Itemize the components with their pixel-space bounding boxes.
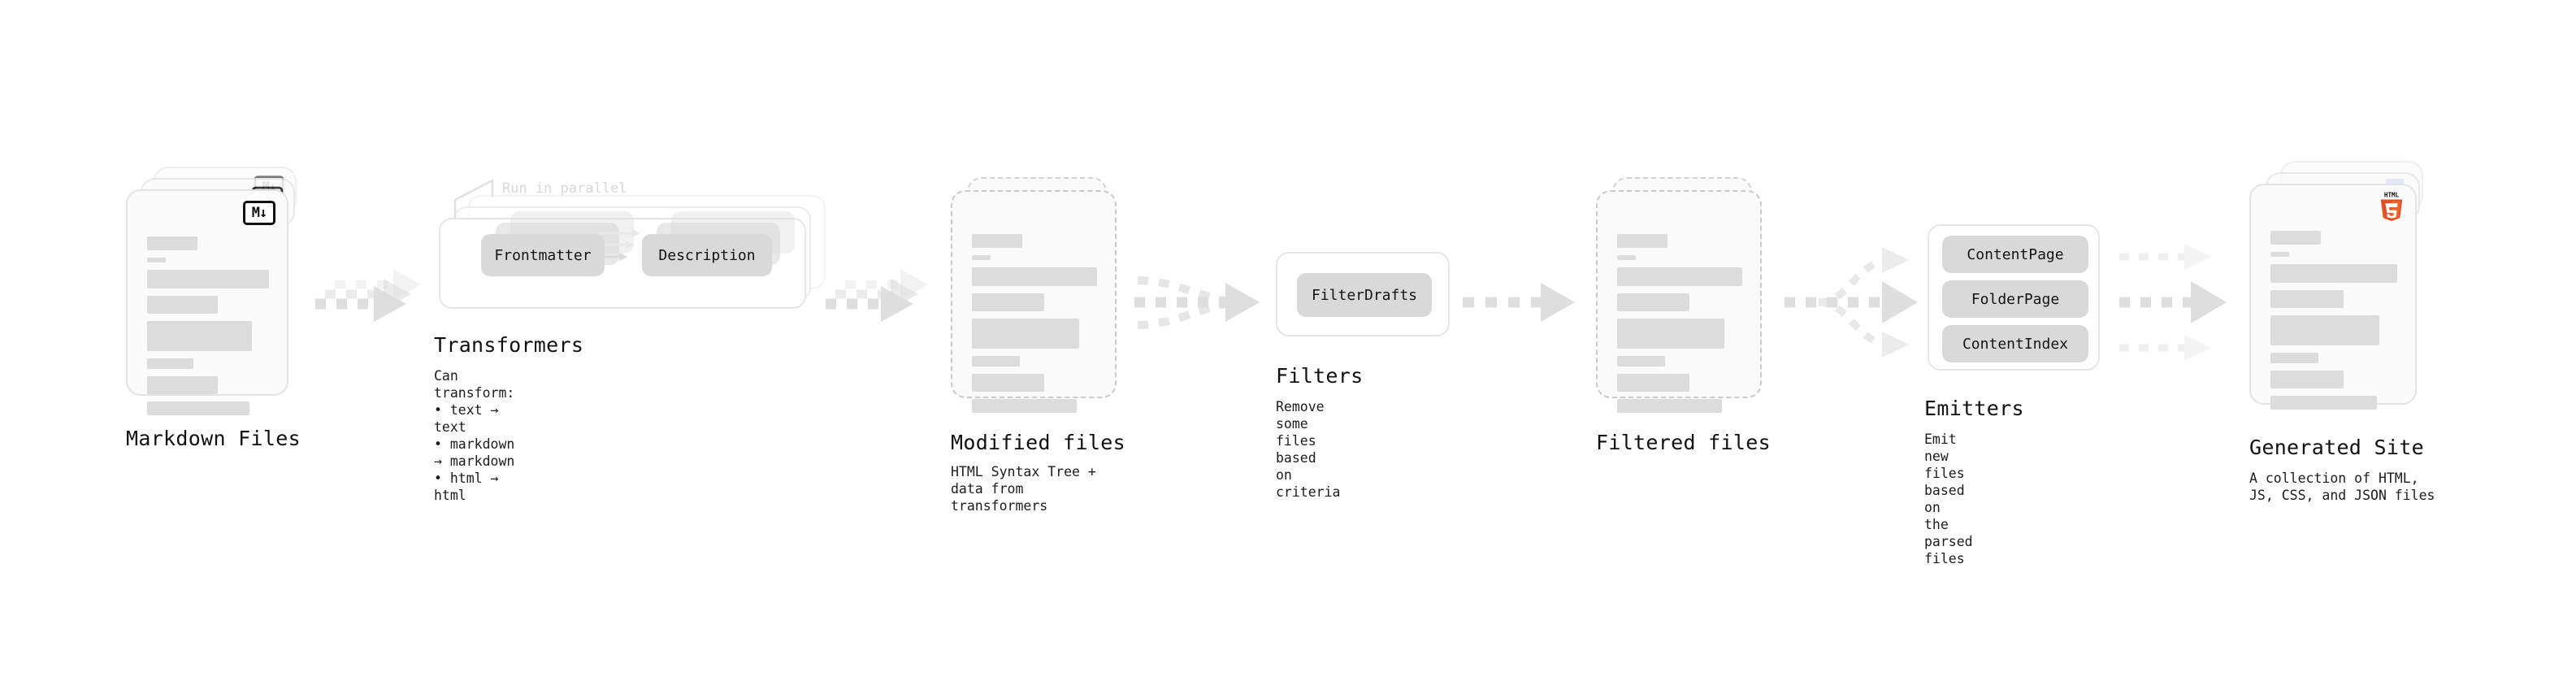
emitter-item-label: FolderPage xyxy=(1971,290,2060,308)
connector-emitters-to-site xyxy=(2119,244,2227,361)
stage-label-markdown: Markdown Files xyxy=(126,427,301,450)
content-line xyxy=(1617,356,1665,367)
content-line xyxy=(147,321,252,351)
document-content-lines xyxy=(1617,219,1742,420)
connector-filtered-to-emitters xyxy=(1785,247,1918,358)
html5-icon: HTML xyxy=(2380,192,2403,221)
content-line xyxy=(1617,267,1742,286)
filter-item-filterdrafts[interactable]: FilterDrafts xyxy=(1297,273,1432,317)
content-line xyxy=(2270,353,2319,363)
markdown-card-front: M↓ xyxy=(126,189,288,415)
stage-label-filters: Filters xyxy=(1276,364,1364,388)
transformer-step-label: Description xyxy=(658,246,756,264)
stage-label-modified-files: Modified files xyxy=(951,431,1125,454)
content-line xyxy=(1617,399,1723,413)
modified-card-stack xyxy=(949,177,1124,421)
markdown-icon: M↓ xyxy=(243,201,275,225)
stage-description-generated-site: A collection of HTML, JS, CSS, and JSON … xyxy=(2249,471,2435,503)
content-line xyxy=(147,358,193,369)
stage-description-emitters: Emit new files based on the parsed files xyxy=(1924,432,1973,566)
stage-description-modified-files: HTML Syntax Tree + data from transformer… xyxy=(951,464,1096,514)
connector-filters-to-filtered xyxy=(1463,283,1575,322)
transformer-step-frontmatter[interactable]: Frontmatter xyxy=(481,234,605,276)
content-line xyxy=(2270,264,2397,283)
content-line xyxy=(147,236,197,250)
stage-label-transformers: Transformers xyxy=(434,333,584,357)
transformer-step-label: Frontmatter xyxy=(494,246,592,264)
content-line xyxy=(2270,231,2321,245)
document-content-lines xyxy=(147,219,269,423)
document-content-lines xyxy=(2270,213,2397,417)
content-line xyxy=(2270,252,2289,257)
transformer-step-description[interactable]: Description xyxy=(642,234,772,276)
content-line xyxy=(1617,255,1636,260)
emitter-item-label: ContentPage xyxy=(1967,245,2064,263)
document-content-lines xyxy=(972,219,1097,420)
filter-item-label: FilterDrafts xyxy=(1311,286,1418,304)
content-line xyxy=(972,267,1097,286)
stage-label-generated-site: Generated Site xyxy=(2249,436,2424,459)
content-line xyxy=(972,356,1020,367)
content-line xyxy=(2270,371,2344,388)
content-line xyxy=(972,319,1080,349)
stage-filtered-files: Filtered files xyxy=(1594,177,1771,454)
stage-label-filtered-files: Filtered files xyxy=(1596,431,1771,454)
content-line xyxy=(2270,396,2378,410)
connector-markdown-to-transformers xyxy=(315,269,421,322)
content-line xyxy=(1617,374,1690,392)
stage-description-filters: Remove some files based on criteria xyxy=(1276,399,1341,500)
stage-modified-files: Modified files HTML Syntax Tree + data f… xyxy=(949,177,1125,514)
content-line xyxy=(972,374,1045,392)
content-line xyxy=(2270,290,2344,308)
connector-transformers-to-modified xyxy=(826,269,928,322)
emitter-item-contentpage[interactable]: ContentPage xyxy=(1942,236,2088,273)
svg-text:HTML: HTML xyxy=(2384,192,2400,199)
modified-card-front xyxy=(951,190,1117,413)
content-line xyxy=(972,293,1045,311)
content-line xyxy=(147,376,218,394)
emitter-item-folderpage[interactable]: FolderPage xyxy=(1942,280,2088,318)
content-line xyxy=(972,255,991,260)
content-line xyxy=(1617,319,1725,349)
content-line xyxy=(147,270,269,288)
content-line xyxy=(147,258,166,262)
run-in-parallel-annotation: Run in parallel xyxy=(502,180,627,197)
content-line xyxy=(147,401,249,415)
emitter-item-label: ContentIndex xyxy=(1962,335,2069,353)
content-line xyxy=(972,399,1078,413)
content-line xyxy=(1617,234,1667,248)
generated-card-stack: HTML xyxy=(2249,161,2436,413)
emitter-item-contentindex[interactable]: ContentIndex xyxy=(1942,325,2088,362)
filtered-card-stack xyxy=(1594,177,1769,421)
content-line xyxy=(1617,293,1690,311)
emitters-box: ContentPage FolderPage ContentIndex xyxy=(1928,224,2100,371)
stage-generated-site: HTML Generated Site A collection xyxy=(2249,161,2436,503)
stage-label-emitters: Emitters xyxy=(1924,397,2024,420)
connector-modified-to-filters xyxy=(1134,276,1260,329)
filtered-card-front xyxy=(1596,190,1762,413)
content-line xyxy=(972,234,1022,248)
generated-card-front: HTML xyxy=(2249,184,2417,410)
stage-markdown-files: M↓ M↓ M↓ Markdown Files xyxy=(126,167,301,450)
content-line xyxy=(2270,315,2380,345)
content-line xyxy=(147,296,218,314)
filters-box: FilterDrafts xyxy=(1276,252,1450,336)
markdown-card-stack: M↓ M↓ M↓ xyxy=(126,167,301,419)
stage-description-transformers: Can transform: • text → text • markdown … xyxy=(434,368,515,503)
